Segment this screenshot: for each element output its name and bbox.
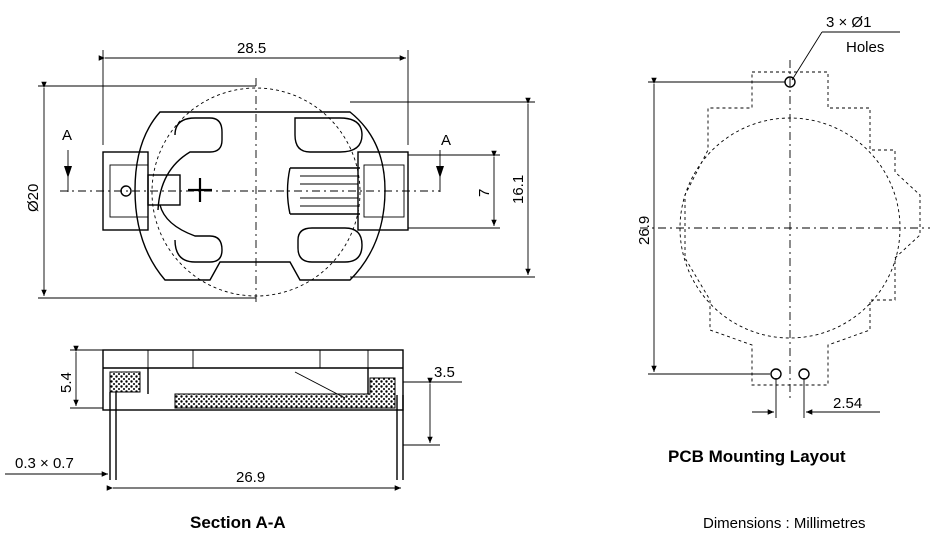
section-arrow-right-head [436, 166, 444, 178]
dim-pin-size-label: 0.3 × 0.7 [15, 455, 74, 472]
pcb-layout: 3 × Ø1 Holes 26.9 2.54 PCB Mounting Layo… [636, 14, 930, 466]
dim-pitch-label: 7 [476, 189, 493, 197]
section-view: 5.4 3.5 0.3 × 0.7 26.9 Section A-A [5, 345, 462, 532]
dim-width-label: 28.5 [237, 40, 266, 57]
pcb-hole-bottom-left [770, 368, 782, 380]
holder-body-outline [134, 111, 386, 281]
dim-pcb-h-label: 26.9 [636, 216, 653, 245]
dim-hole-pitch-label: 2.54 [833, 395, 862, 412]
section-right-boss [319, 349, 369, 369]
pcb-hole-bottom-right [798, 368, 810, 380]
spring-contact-lines [300, 175, 358, 207]
pcb-caption: PCB Mounting Layout [668, 447, 846, 466]
holes-label: Holes [846, 39, 884, 56]
top-view: A A 28.5 Ø20 7 16.1 [25, 40, 535, 305]
dim-sec-len-label: 26.9 [236, 469, 265, 486]
section-mark-left: A [62, 127, 72, 144]
slot-lower-left [159, 204, 223, 263]
holes-leader [791, 31, 823, 81]
section-hatch-left [109, 371, 141, 393]
section-mark-right: A [441, 132, 451, 149]
slot-upper-right [294, 117, 363, 153]
section-arrow-left-head [64, 166, 72, 178]
holes-count-label: 3 × Ø1 [826, 14, 871, 31]
section-caption: Section A-A [190, 513, 286, 532]
spring-contact-outer [286, 167, 360, 215]
units-note: Dimensions : Millimetres [703, 515, 866, 532]
dim-dia-label: Ø20 [25, 184, 42, 212]
left-contact-tab [147, 174, 181, 206]
slot-lower-right [297, 227, 363, 263]
dim-height-label: 16.1 [510, 175, 527, 204]
dim-sec-h-label: 5.4 [58, 372, 75, 393]
section-left-boss [147, 349, 194, 369]
section-spring-line [294, 371, 346, 399]
dim-pin-offset-label: 3.5 [434, 364, 455, 381]
slot-upper-left [157, 117, 223, 211]
section-hatch-base [174, 377, 396, 409]
section-outline [102, 349, 404, 411]
